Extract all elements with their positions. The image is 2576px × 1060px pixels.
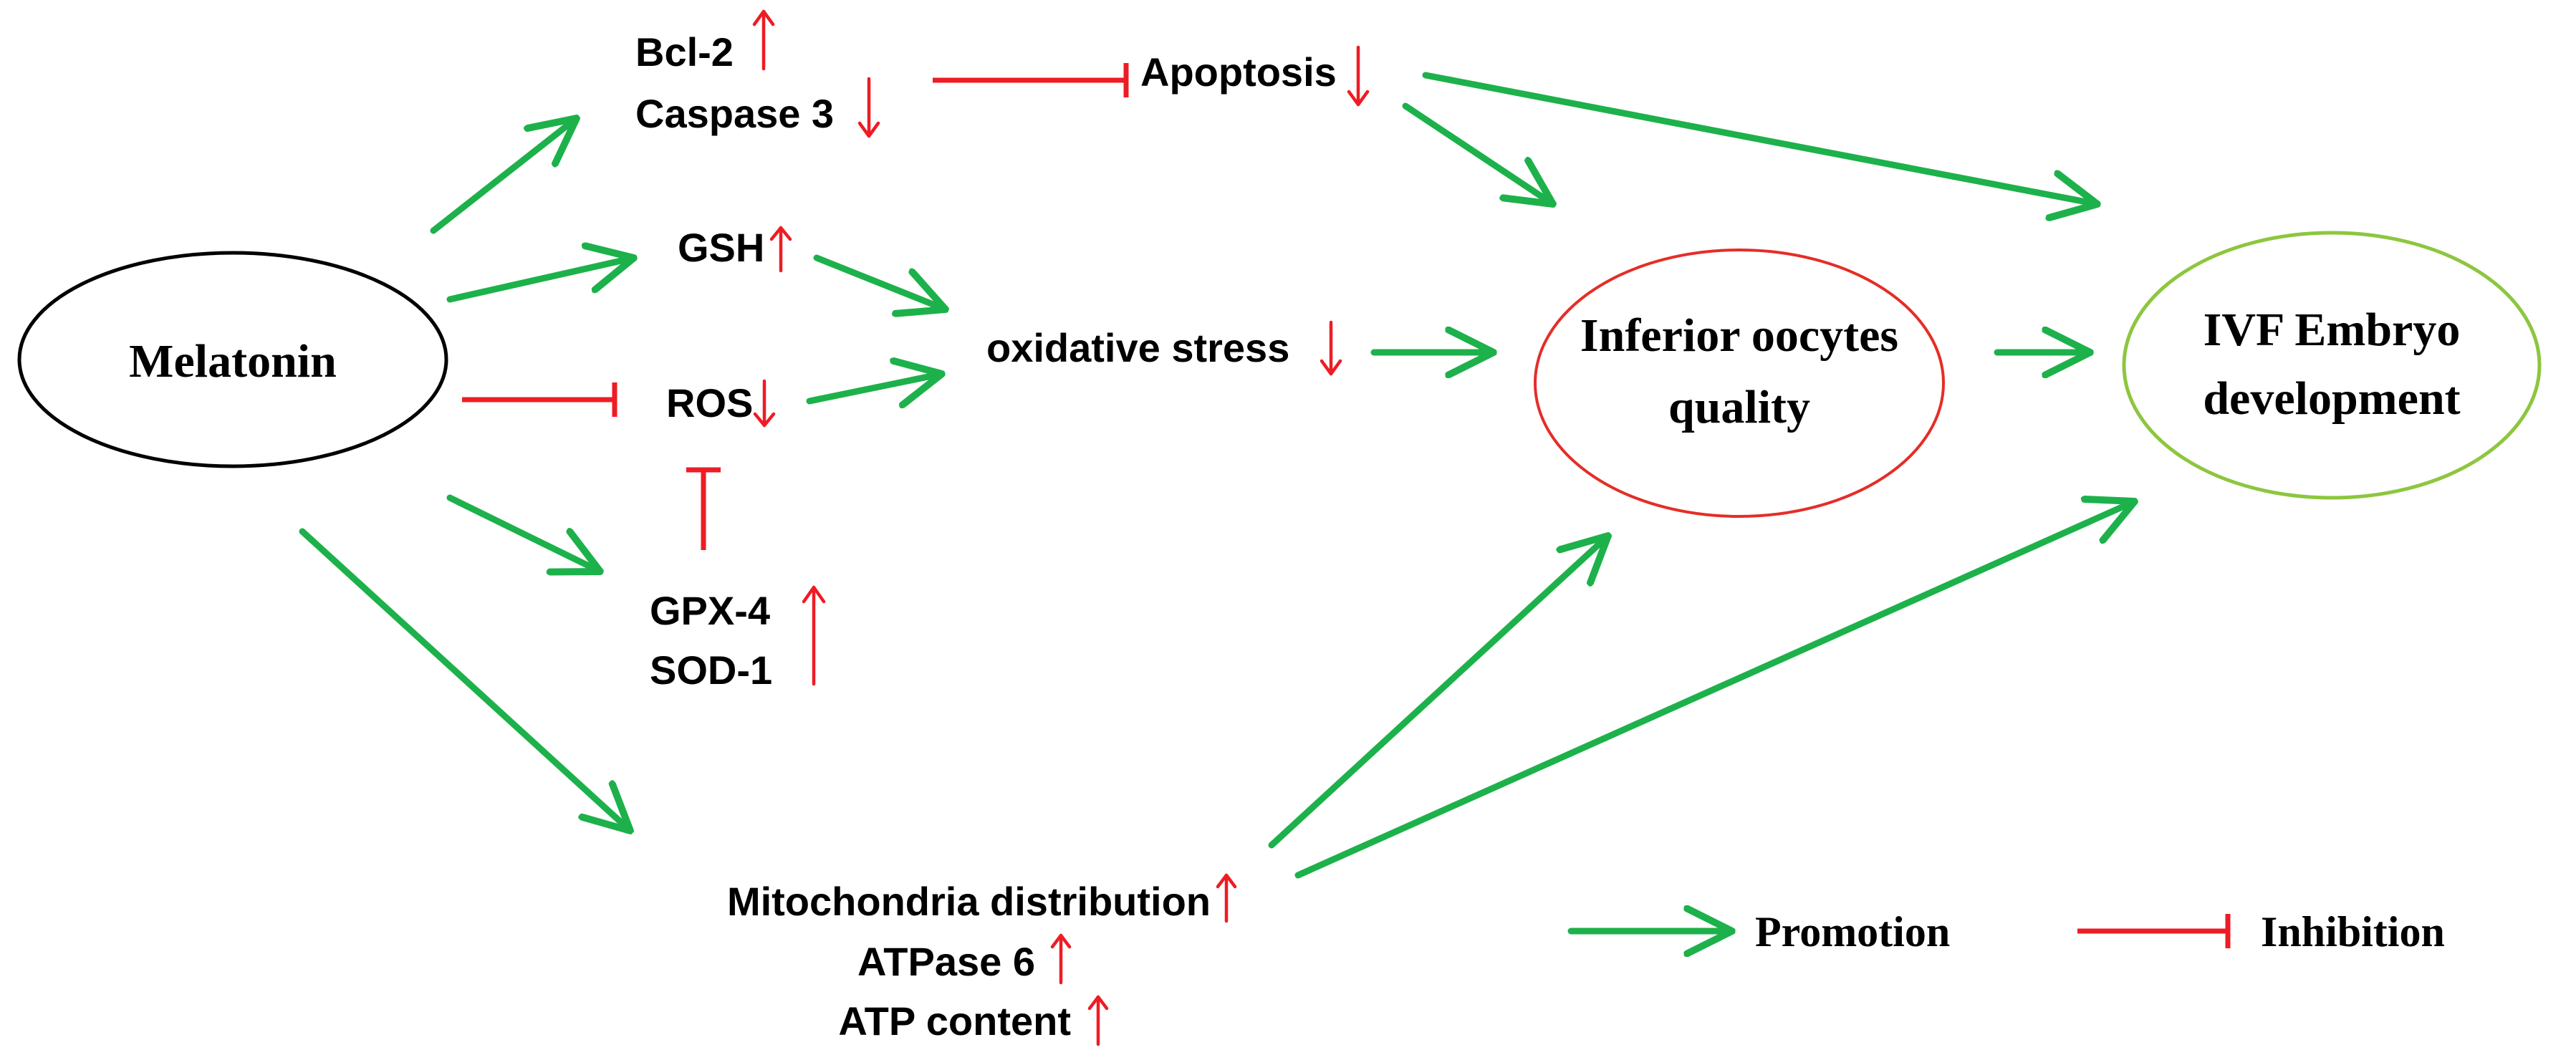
oocyte-quality-label-line2: quality: [1668, 381, 1810, 433]
gpx4-sod1-up-arrow-icon: [802, 585, 826, 686]
oocyte-quality-label-line1: Inferior oocytes: [1580, 309, 1898, 362]
ivf-development-label-line2: development: [2203, 372, 2460, 425]
bcl2-label: Bcl-2: [635, 29, 734, 74]
arrow-mitochondria-to-ivf-development: [1294, 501, 2135, 879]
atp-content-up-arrow-icon: [1087, 995, 1109, 1046]
gsh-up-arrow-icon: [769, 226, 792, 273]
atp-content-label: ATP content: [838, 998, 1071, 1044]
mitochondria-distribution-label: Mitochondria distribution: [727, 879, 1211, 924]
ivf-development-label-line1: IVF Embryo: [2203, 304, 2461, 356]
arrow-gsh-to-oxidative-stress: [813, 254, 946, 309]
arrow-melatonin-to-gsh: [446, 258, 634, 303]
legend-promotion-label: Promotion: [1755, 908, 1950, 955]
inhibit-gpx4-to-ros: [686, 467, 721, 550]
ivf-development-ellipse: [2122, 231, 2542, 500]
arrow-melatonin-to-gpx4: [446, 494, 600, 572]
sod1-label: SOD-1: [650, 647, 772, 693]
legend: Promotion Inhibition: [1567, 908, 2445, 955]
apoptosis-label: Apoptosis: [1140, 49, 1337, 95]
oxidative-stress-label: oxidative stress: [986, 325, 1289, 370]
ros-down-arrow-icon: [753, 379, 776, 428]
apoptosis-down-arrow-icon: [1347, 45, 1370, 107]
legend-inhibition-symbol: [2077, 914, 2231, 948]
melatonin-ellipse: [17, 251, 448, 468]
legend-inhibition-label: Inhibition: [2261, 908, 2445, 955]
bcl2-up-arrow-icon: [752, 9, 775, 71]
atpase6-up-arrow-icon: [1050, 933, 1072, 985]
atpase6-label: ATPase 6: [857, 939, 1035, 984]
inhibit-caspase-to-apoptosis: [933, 63, 1129, 97]
ros-label: ROS: [666, 380, 753, 425]
gsh-label: GSH: [678, 225, 764, 270]
arrow-apoptosis-to-oocyte-quality: [1402, 102, 1553, 204]
mitochondria-up-arrow-icon: [1216, 873, 1237, 923]
arrow-apoptosis-to-ivf-development: [1422, 72, 2097, 204]
inhibit-melatonin-to-ros: [462, 382, 617, 417]
arrow-melatonin-to-bcl2: [430, 118, 577, 234]
oocyte-quality-ellipse: [1534, 249, 1945, 518]
arrow-ros-to-oxidative-stress: [806, 374, 942, 401]
arrow-mitochondria-to-oocyte-quality: [1268, 536, 1608, 849]
oxidative-stress-down-arrow-icon: [1320, 320, 1342, 376]
arrow-melatonin-to-mitochondria: [299, 528, 630, 831]
gpx4-label: GPX-4: [650, 588, 770, 633]
caspase3-down-arrow-icon: [857, 77, 880, 138]
melatonin-label: Melatonin: [129, 335, 337, 387]
caspase3-label: Caspase 3: [635, 91, 834, 136]
